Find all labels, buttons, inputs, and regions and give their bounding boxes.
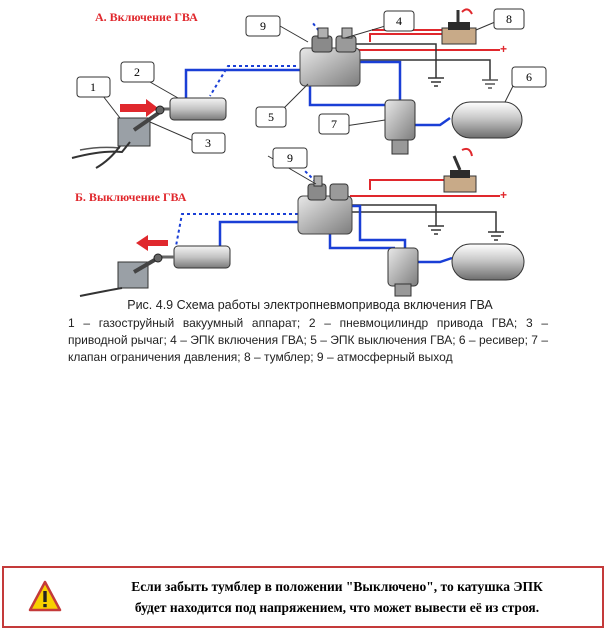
ground-symbol-b1 [428,225,444,235]
warning-triangle-icon [28,580,62,612]
plus-sign-a: + [500,42,507,56]
section-b-title: Б. Выключение ГВА [75,190,187,204]
callout-7: 7 [331,117,337,131]
toggle-switch-b [443,147,477,193]
section-a-title: А. Включение ГВА [95,10,198,24]
callout-9b: 9 [287,151,293,165]
plus-sign-b: + [500,188,507,202]
callout-8: 8 [506,12,512,26]
figure-legend: 1 – газоструйный вакуумный аппарат; 2 – … [68,316,548,364]
ground-wires-a [344,43,491,80]
callout-balloon-9b [272,147,308,169]
callout-9a: 9 [260,19,266,33]
epk-valve-block-b [297,175,353,235]
vacuum-apparatus-a [71,105,165,169]
callout-2: 2 [134,65,140,79]
pressure-valve-b [387,247,419,297]
toggle-switch-a [441,8,477,45]
ground-symbol-a2 [482,79,498,89]
pull-arrow-b [136,235,168,251]
callout-3: 3 [205,136,211,150]
receiver-tank-b [451,243,525,281]
warning-box: Если забыть тумблер в положении "Выключе… [2,566,604,628]
atmo-exhaust-9b [303,169,321,187]
pneumatic-diagram: А. Включение ГВА + [71,8,547,297]
callout-4: 4 [396,14,402,28]
atmo-exhaust-b [175,213,298,247]
callout-6: 6 [526,70,532,84]
pneumo-cylinder-b [160,245,231,269]
ground-symbol-a1 [428,77,444,87]
warning-line-2: будет находится под напряжением, что мож… [134,600,540,615]
ground-symbol-b2 [488,231,504,241]
atmo-exhaust-a [209,65,296,97]
receiver-tank-a [451,101,523,139]
power-wires-b [350,179,500,197]
air-lines-b [218,204,453,264]
warning-line-1: Если забыть тумблер в положении "Выключе… [131,579,543,594]
callout-balloons-a [76,8,547,154]
warning-text: Если забыть тумблер в положении "Выключе… [82,576,592,618]
power-wires-a [350,29,500,51]
callout-1: 1 [90,80,96,94]
pressure-valve-a [384,99,416,155]
ground-wires-b [344,204,497,232]
atmo-exhaust-9a [311,21,327,41]
figure-caption: Рис. 4.9 Схема работы электропневмоприво… [127,298,493,312]
push-arrow-a [120,99,158,117]
vacuum-apparatus-b [79,253,163,297]
callout-5: 5 [268,110,274,124]
epk-valve-block-a [299,27,361,87]
